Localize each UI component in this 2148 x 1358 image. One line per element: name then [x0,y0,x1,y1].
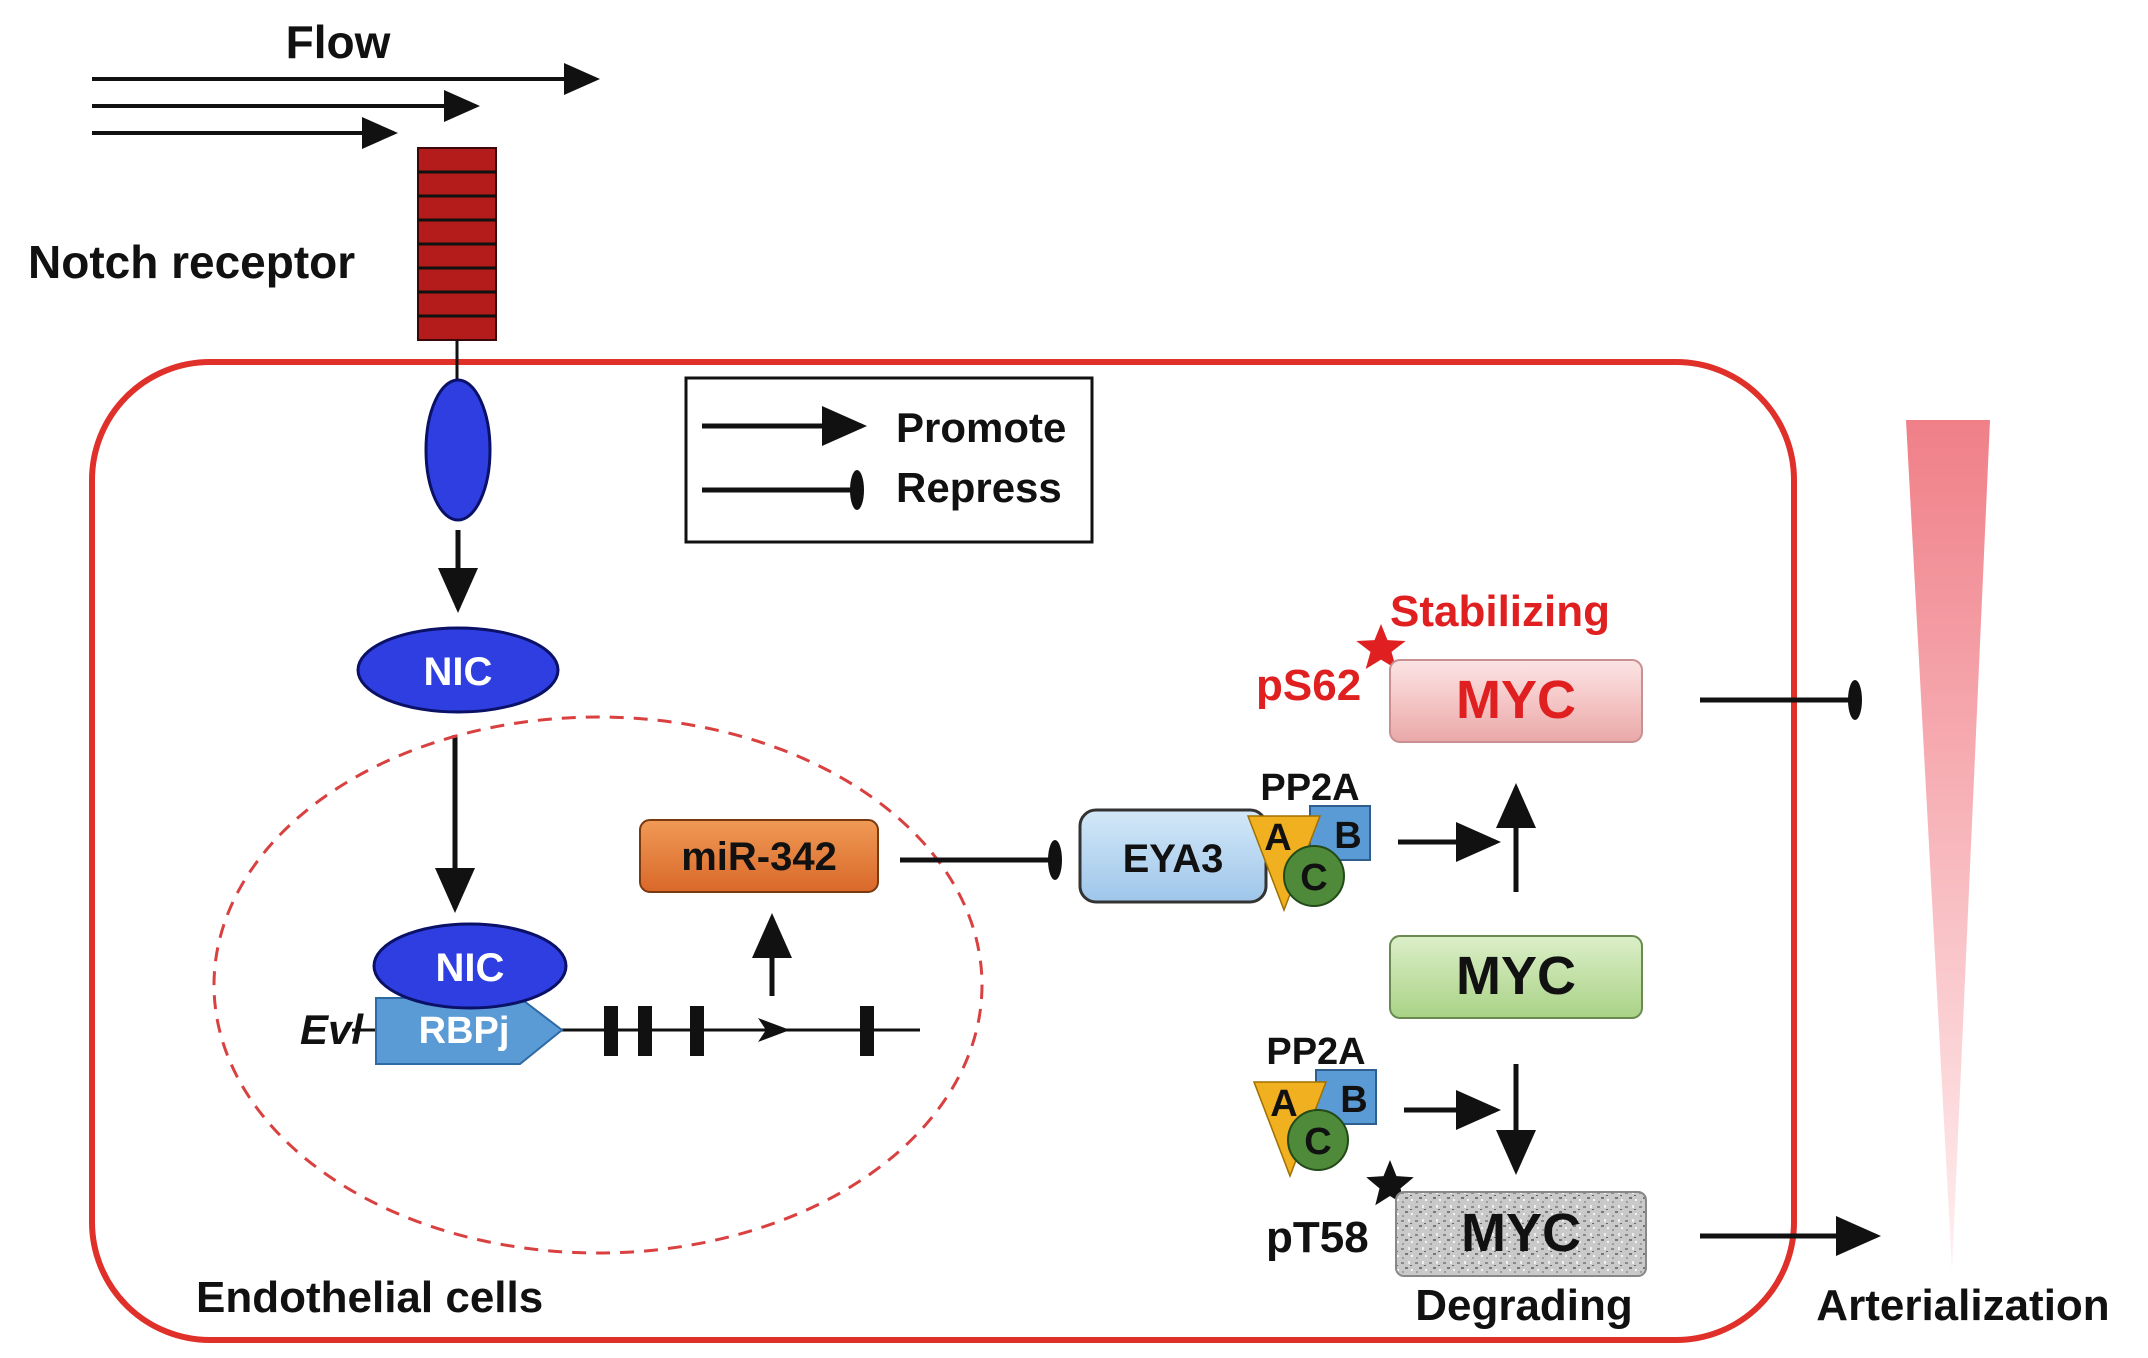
pp2a-top-label: PP2A [1260,767,1359,809]
repress-myc-arterialization-bar [1848,680,1862,720]
pp2a-top-c-label: C [1300,857,1327,899]
myc-stabilized-label: MYC [1456,670,1576,730]
nic-cytoplasmic-label: NIC [424,650,493,694]
myc-basal: MYC [1389,935,1643,1019]
rbpj-label: RBPj [419,1010,510,1052]
pp2a-bottom-c-label: C [1304,1121,1331,1163]
degrading-label: Degrading [1415,1281,1633,1330]
nic-nuclear: NIC [372,922,568,1010]
exon-3 [690,1006,704,1056]
legend-promote-label: Promote [896,404,1066,451]
mir-342: miR-342 [639,819,879,893]
eya3-label: EYA3 [1123,837,1224,881]
legend-box: Promote Repress [684,376,1094,544]
arterialization-label: Arterialization [1816,1281,2109,1330]
ps62-label: pS62 [1256,661,1361,710]
flow-label: Flow [286,16,391,68]
nic-cytoplasmic: NIC [356,626,560,714]
myc-degrading: MYC [1395,1191,1647,1277]
ps62-star-icon [1356,624,1406,669]
pp2a-top-c-subunit [1283,845,1345,907]
pt58-label: pT58 [1266,1213,1369,1262]
mir342-locus-marker [758,1018,790,1042]
pp2a-bottom-b-label: B [1340,1079,1367,1121]
pt58-star-icon [1366,1160,1414,1206]
pp2a-bottom-label: PP2A [1266,1031,1365,1073]
rbpj: RBPj [375,997,564,1065]
nic-nuclear-label: NIC [436,946,505,990]
endothelial-cells-label: Endothelial cells [196,1273,543,1322]
legend-repress-label: Repress [896,464,1062,511]
pp2a-complex-top: PP2A B A C [1246,767,1371,913]
myc-basal-label: MYC [1456,946,1576,1006]
arterialization-gradient [1906,420,1990,1270]
endothelial-cell-boundary [89,359,1797,1343]
legend-repress-bar [850,470,864,510]
pp2a-complex-bottom: PP2A B A C [1252,1031,1377,1179]
repress-mir342-eya3-bar [1048,840,1062,880]
nucleus [212,715,984,1255]
mir-342-label: miR-342 [681,835,837,879]
notch-intracellular-domain [424,378,492,522]
myc-degrading-label: MYC [1461,1203,1581,1263]
pp2a-bottom-a-label: A [1270,1083,1297,1125]
eya3: EYA3 [1078,808,1268,904]
notch-receptor [417,147,497,341]
exon-2 [638,1006,652,1056]
exon-4 [860,1006,874,1056]
stabilizing-label: Stabilizing [1390,587,1610,636]
pp2a-top-b-label: B [1334,815,1361,857]
pp2a-top-a-label: A [1264,817,1291,859]
myc-stabilized: MYC [1389,659,1643,743]
pp2a-bottom-c-subunit [1287,1109,1349,1171]
notch-receptor-label: Notch receptor [28,236,355,288]
exon-1 [604,1006,618,1056]
